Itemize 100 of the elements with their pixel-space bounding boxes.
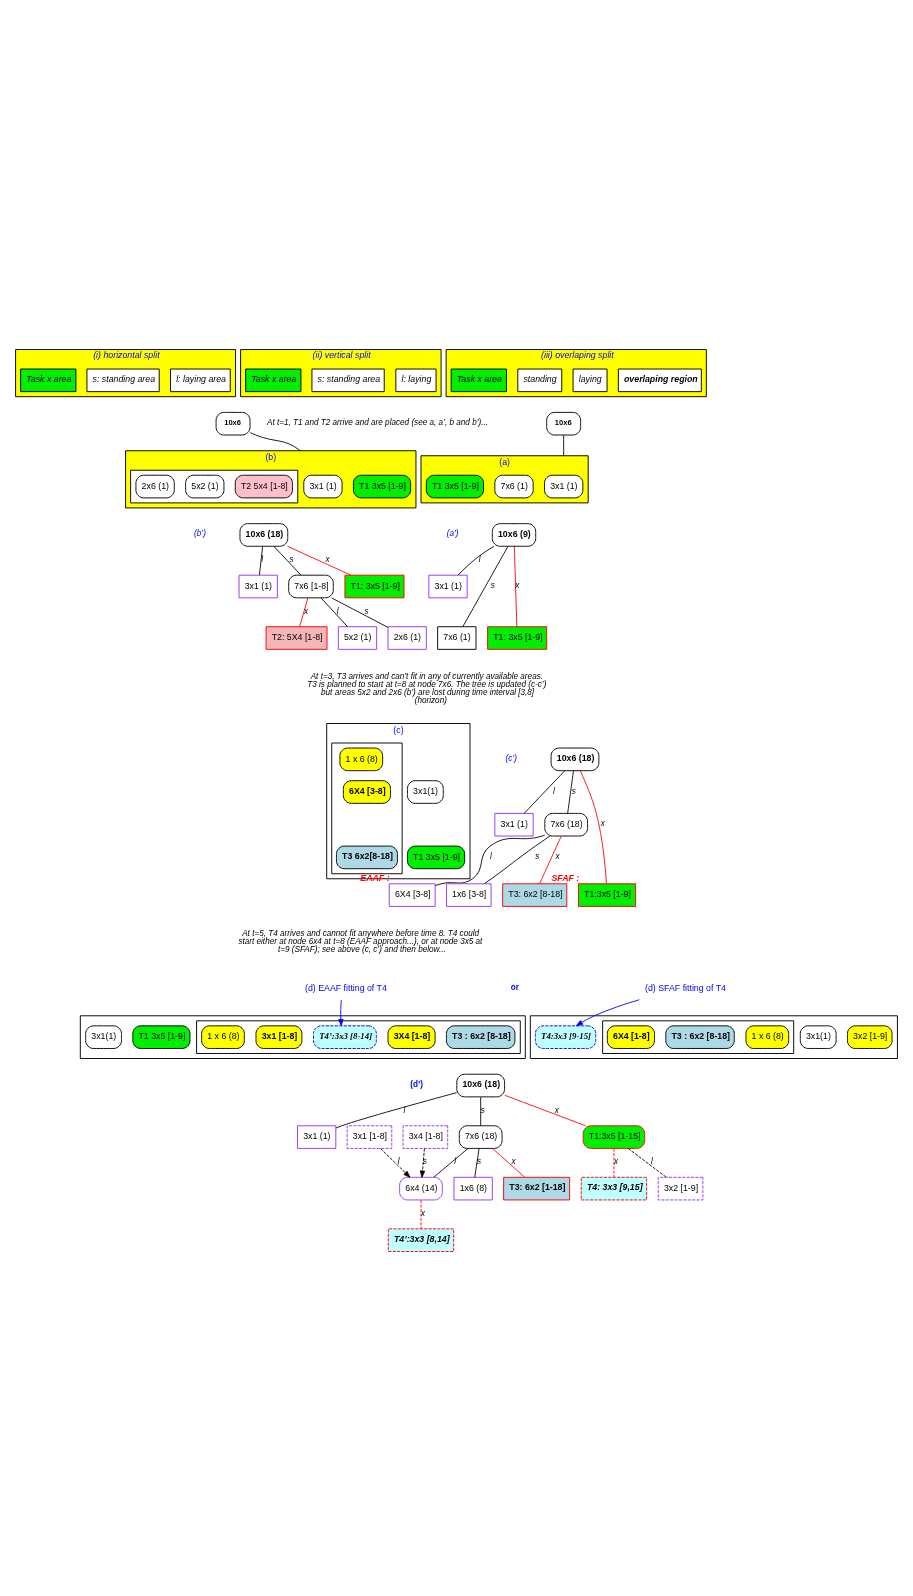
node-box: s: standing area [86,368,160,393]
node-box: Task x area [20,368,77,393]
node-box: 7x6 (1) [437,626,477,650]
node-box: 7x6 (18) [458,1125,503,1149]
connector [457,545,495,576]
connector [563,434,565,457]
node-box: 7x6 (18) [544,812,588,837]
node-box: 3x1(1) [85,1025,122,1049]
node-box: 3x1 [1-8] [255,1025,303,1049]
node-text: (d) SFAF fitting of T4 [645,983,726,994]
connector [331,597,389,628]
cluster [331,742,403,875]
connector [287,545,352,576]
node-box: 1x6 (8) [453,1176,493,1201]
node-box: T4’:3x3 [8,14] [387,1228,455,1252]
arrow [380,1148,411,1178]
node-box: T3 : 6x2 [8-18] [665,1025,735,1049]
node-box: 3x2 [1-9] [847,1025,893,1049]
node-box: 3x1 (1) [303,474,343,499]
node-box: T4: 3x3 [9,15] [580,1176,648,1201]
node-box: Task x area [245,368,302,393]
connector [504,1094,587,1127]
cluster [130,469,299,504]
node-box: T1:3x5 [1-9] [577,883,637,907]
node-box: 7x6 (1) [494,474,534,499]
node-box: 10x6 (9) [491,523,537,547]
node-box: T2: 5X4 [1-8] [265,626,328,650]
connector [627,1148,667,1178]
connector [539,835,562,885]
connector [523,770,566,814]
node-box: 3x1(1) [799,1025,837,1049]
node-box: 3x1 [1-8] [346,1125,393,1149]
cluster [529,1015,898,1059]
node-box: T1 3x5 [1-9] [407,845,466,870]
node-box: T1: 3x5 [1-9] [344,574,405,599]
node-box: 3x1 (1) [428,574,468,599]
arrow [575,999,640,1027]
connector [613,1148,615,1178]
node-box: 1x6 [3-8] [445,883,492,907]
arrow [338,999,344,1027]
connector [579,770,607,884]
node-box: 6X4 [1-8] [606,1025,655,1049]
node-box: l: laying area [170,368,231,393]
node-box: 5x2 (1) [185,474,225,499]
node-box: T1: 3x5 [1-9] [487,626,548,650]
connector [249,432,301,452]
node-box: 10x6 (18) [550,747,600,772]
node-box: 10x6 (18) [456,1073,506,1098]
connector [258,546,264,576]
connector [513,545,518,627]
connector [480,1096,482,1127]
node-box: T1 3x5 [1-9] [425,474,484,499]
node-box: 3x1 (1) [544,474,584,499]
node-box: 1 x 6 (8) [745,1025,790,1049]
connector [492,1148,526,1178]
node-box: 10x6 (18) [239,523,289,547]
node-box: T1 3x5 [1-9] [352,474,412,499]
connector [483,835,551,885]
node-box: 5x2 (1) [337,626,378,650]
node-box: 3x1 (1) [238,574,278,599]
node-box: laying [572,368,608,393]
connector [335,1092,457,1129]
connector [474,1148,480,1178]
node-box: T2 5x4 [1-8] [234,474,293,499]
node-box: overlaping region [617,368,702,393]
node-box: T4’:3x3 [8-14] [313,1025,377,1049]
node-box: T3 6x2[8-18] [335,845,398,870]
connector [299,597,309,628]
node-box: l: laying [395,368,437,393]
connector [462,545,509,627]
node-label: SFAF : [551,872,580,883]
node-box: 3x1 (1) [297,1125,337,1149]
node-box: 1 x 6 (8) [339,747,384,772]
node-box: 3x4 [1-8] [402,1125,449,1149]
node-box: 7x6 [1-8] [288,574,334,599]
connector [320,597,349,628]
node-box: 2x6 (1) [387,626,427,650]
connector [420,1199,422,1230]
node-box: 3x1(1) [407,780,444,804]
node-box: 6x4 (14) [399,1176,443,1201]
connector [273,546,302,576]
node-box: T3: 6x2 [1-18] [503,1176,571,1201]
connector [434,834,546,886]
node-box: T3: 6x2 [8-18] [502,883,568,907]
node-box: T1 3x5 [1-9] [132,1025,191,1049]
node-box: 1 x 6 (8) [201,1025,245,1049]
node-box: T1:3x5 [1-15] [582,1125,646,1149]
connector [433,1148,469,1178]
node-box: T4:3x3 [9-15] [534,1025,597,1049]
node-box: Task x area [450,368,507,393]
node-box: 3x2 [1-9] [657,1176,704,1201]
arrow [419,1148,426,1178]
node-box: s: standing area [311,368,385,393]
connector [567,770,574,814]
node-box: standing [517,368,563,393]
node-box: 6X4 [3-8] [388,883,436,907]
node-box: 6X4 [3-8] [342,780,391,804]
node-box: T3 : 6x2 [8-18] [445,1025,516,1049]
cluster [602,1020,795,1054]
node-box: 3X4 [1-8] [387,1025,436,1049]
